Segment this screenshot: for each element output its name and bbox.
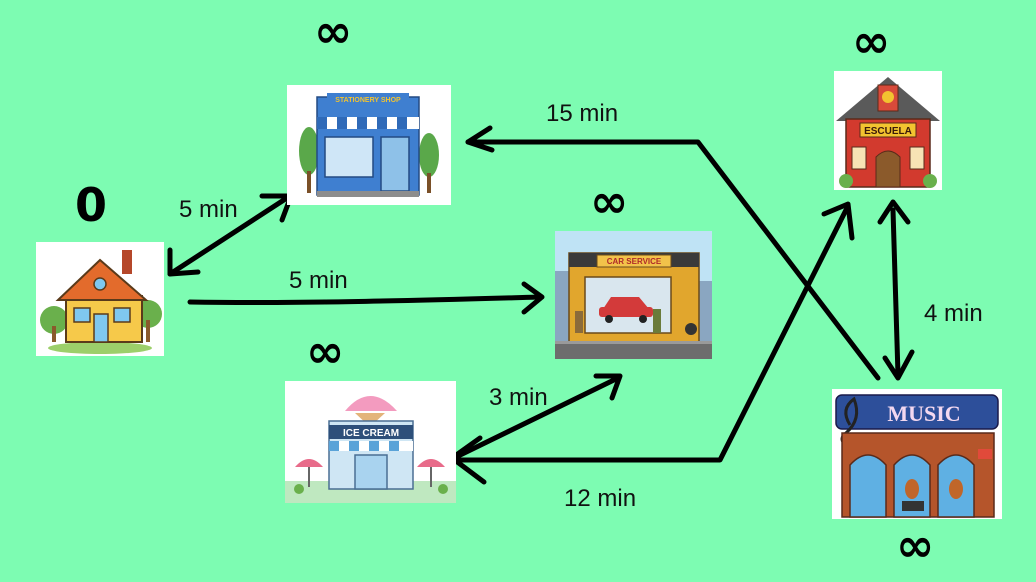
edge-label-music-stationery: 15 min <box>546 100 619 127</box>
arrowhead-school <box>821 201 855 241</box>
distance-music: ∞ <box>896 518 935 572</box>
arrowhead-car-2 <box>593 373 623 401</box>
school-node: ESCUELA <box>834 71 942 190</box>
ice-cream-sign: ICE CREAM <box>343 428 399 439</box>
edge-house-car <box>187 294 543 306</box>
arrowhead-stationery-2 <box>465 125 495 153</box>
school-icon: ESCUELA <box>836 77 940 188</box>
edge-label-icecream-school: 12 min <box>564 485 637 512</box>
edge-car-icecream <box>451 375 621 461</box>
music-shop-icon: MUSIC <box>835 394 999 518</box>
edge-label-house-car: 5 min <box>289 267 348 294</box>
music-shop-sign: MUSIC <box>887 401 960 426</box>
arrowhead-car <box>521 281 545 315</box>
car-service-icon: CAR SERVICE <box>555 231 712 359</box>
car-service-node: CAR SERVICE <box>555 231 712 359</box>
house-node <box>36 242 164 356</box>
edge-music-stationery <box>465 139 881 381</box>
edge-label-house-stationery: 5 min <box>179 196 238 223</box>
distance-car-service: ∞ <box>590 174 629 228</box>
edge-house-stationery <box>167 193 293 277</box>
ice-cream-icon: ICE CREAM <box>285 396 456 503</box>
arrowhead-music <box>882 349 915 381</box>
edge-label-school-music: 4 min <box>924 300 983 327</box>
distance-ice-cream: ∞ <box>306 324 345 378</box>
ice-cream-node: ICE CREAM <box>285 381 456 503</box>
distance-stationery: ∞ <box>314 4 353 58</box>
arrowhead-school-2 <box>877 199 911 225</box>
music-shop-node: MUSIC <box>832 389 1002 519</box>
arrowhead-house <box>167 247 201 277</box>
stationery-shop-sign: STATIONERY SHOP <box>335 97 401 104</box>
distance-school: ∞ <box>852 14 891 68</box>
house-icon <box>40 250 162 354</box>
edge-school-music <box>890 207 901 378</box>
edge-label-car-icecream: 3 min <box>489 384 548 411</box>
distance-house: 0 <box>75 178 108 232</box>
stationery-shop-node: STATIONERY SHOP <box>287 85 451 205</box>
stationery-shop-icon: STATIONERY SHOP <box>299 93 439 197</box>
edge-icecream-school <box>453 203 851 463</box>
school-sign: ESCUELA <box>864 126 912 137</box>
car-service-sign: CAR SERVICE <box>607 257 662 266</box>
